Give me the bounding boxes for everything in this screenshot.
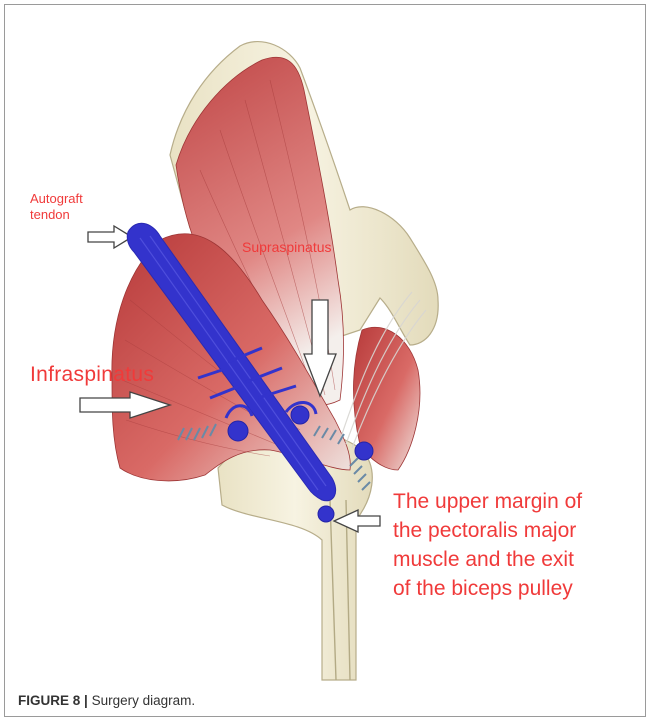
anchor-2 — [291, 406, 309, 424]
label-autograft-line1: Autograft — [30, 191, 83, 207]
label-upper-margin-line: muscle and the exit — [393, 546, 638, 575]
anchor-4 — [318, 506, 334, 522]
label-autograft-tendon: Autograft tendon — [30, 191, 83, 222]
anchor-3 — [355, 442, 373, 460]
label-upper-margin-line: The upper margin of — [393, 488, 638, 517]
label-autograft-line2: tendon — [30, 207, 83, 223]
label-upper-margin-line: of the biceps pulley — [393, 575, 638, 604]
label-supraspinatus: Supraspinatus — [242, 239, 332, 256]
label-upper-margin-line: the pectoralis major — [393, 517, 638, 546]
label-upper-margin: The upper margin of the pectoralis major… — [393, 488, 638, 604]
caption-text: Surgery diagram. — [92, 693, 196, 708]
arrow-autograft — [88, 226, 132, 248]
anchor-1 — [228, 421, 248, 441]
label-infraspinatus: Infraspinatus — [30, 362, 154, 387]
figure-caption: FIGURE 8 | Surgery diagram. — [18, 693, 195, 708]
caption-prefix: FIGURE 8 | — [18, 693, 88, 708]
